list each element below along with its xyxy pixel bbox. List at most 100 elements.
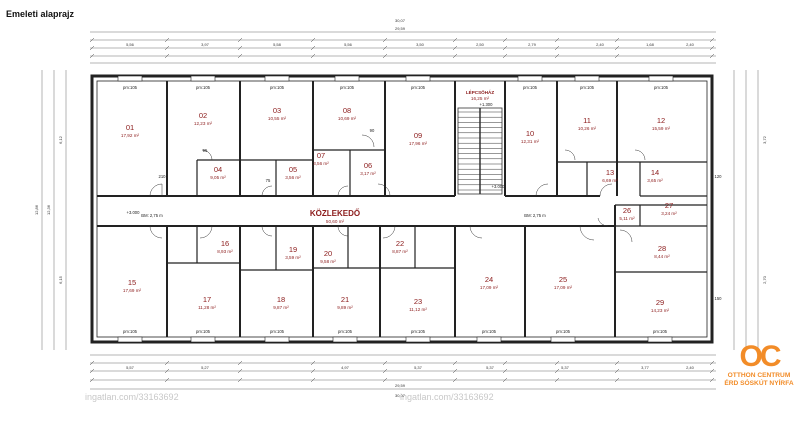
room-number: 20 — [324, 249, 332, 258]
room-area: 3,56 m² — [313, 161, 329, 166]
room-area: 8,44 m² — [654, 254, 670, 259]
dimension-tick — [614, 360, 620, 366]
dimension-lines-bottom — [90, 354, 716, 390]
dimension-tick — [89, 368, 95, 374]
room-number: 21 — [341, 295, 349, 304]
room-number: 08 — [343, 106, 351, 115]
plan-title: Emeleti alaprajz — [6, 9, 75, 19]
dimension-tick — [310, 45, 316, 51]
window-label: pm:105 — [338, 329, 353, 334]
room-number: 18 — [277, 295, 285, 304]
dimension-tick — [452, 45, 458, 51]
room-area: 15,59 m² — [652, 126, 671, 131]
dimension-tick — [709, 53, 715, 59]
dim-top-9: 2,40 — [596, 42, 605, 47]
dimension-tick — [614, 368, 620, 374]
dimension-tick — [382, 53, 388, 59]
dimension-tick — [709, 368, 715, 374]
room-area: 3,17 m² — [360, 171, 376, 176]
room-number: 19 — [289, 245, 297, 254]
dimension-tick — [554, 45, 560, 51]
room-area: 14,23 m² — [651, 308, 670, 313]
dimension-tick — [89, 45, 95, 51]
room-number: 14 — [651, 168, 659, 177]
dimension-tick — [382, 360, 388, 366]
dimension-tick — [310, 53, 316, 59]
room-area: 6,69 m² — [602, 178, 618, 183]
corridor-name: KÖZLEKEDŐ — [310, 209, 360, 218]
room-area: 11,12 m² — [409, 307, 427, 312]
dimension-tick — [89, 377, 95, 383]
room-number: 22 — [396, 239, 404, 248]
room-number: 07 — [317, 151, 325, 160]
window — [476, 336, 502, 343]
dimension-tick — [310, 360, 316, 366]
window-label: pm:105 — [411, 85, 426, 90]
room-area: 8,93 m² — [217, 249, 233, 254]
window — [517, 75, 543, 82]
level-mark-1: +3.000 — [127, 210, 141, 215]
window — [190, 336, 216, 343]
door-sizes: 210 95 75 90 120 150 — [159, 128, 723, 301]
dimension-tick — [382, 37, 388, 43]
window — [117, 336, 143, 343]
dim-top-5: 5,56 — [344, 42, 353, 47]
dimension-tick — [554, 37, 560, 43]
dim-top-4: 5,58 — [273, 42, 282, 47]
dimension-tick — [164, 377, 170, 383]
room-area: 12,31 m² — [521, 139, 540, 144]
room-number: 12 — [657, 116, 665, 125]
dimension-tick — [382, 45, 388, 51]
window — [405, 336, 431, 343]
window — [647, 336, 673, 343]
watermark: ingatlan.com/33163692 — [85, 392, 179, 402]
dimension-tick — [164, 37, 170, 43]
dimension-tick — [382, 377, 388, 383]
window-label: pm:105 — [523, 85, 538, 90]
dimension-tick — [554, 360, 560, 366]
window-label: pm:105 — [270, 85, 285, 90]
dim-top-8: 2,79 — [528, 42, 537, 47]
dim-bottom-7: 5,37 — [561, 365, 570, 370]
dimension-tick — [164, 360, 170, 366]
dimension-values: 30,07 29,59 5,56 3,97 5,58 5,56 3,50 2,5… — [34, 18, 767, 398]
room-number: 23 — [414, 297, 422, 306]
room-area: 17,69 m² — [123, 288, 142, 293]
dimension-tick — [502, 377, 508, 383]
window-label: pm:105 — [340, 85, 355, 90]
logo-line-1: OTTHON CENTRUM — [727, 372, 791, 379]
room-area: 10,55 m² — [268, 116, 287, 121]
window — [550, 336, 576, 343]
dim-top-inner: 29,59 — [395, 26, 406, 31]
window-label: pm:105 — [196, 85, 211, 90]
room-area: 10,69 m² — [338, 116, 357, 121]
dimension-tick — [89, 37, 95, 43]
dimension-tick — [709, 377, 715, 383]
dim-top-3: 3,97 — [201, 42, 210, 47]
room-area: 17,96 m² — [409, 141, 428, 146]
door-size: 120 — [715, 174, 723, 179]
room-number: 28 — [658, 244, 666, 253]
room-number: 17 — [203, 295, 211, 304]
room-number: 01 — [126, 123, 134, 132]
parapet-label-2: BM: 2,75 m — [524, 213, 546, 218]
dimension-tick — [709, 37, 715, 43]
doors — [149, 134, 646, 243]
dim-top-11: 2,40 — [686, 42, 695, 47]
room-number: 06 — [364, 161, 372, 170]
corridor-area: 50,60 m² — [326, 219, 345, 224]
dimension-tick — [502, 37, 508, 43]
dimension-tick — [554, 368, 560, 374]
dim-bottom-2: 5,57 — [126, 365, 135, 370]
dim-side-4: 6,15 — [58, 275, 63, 284]
window — [264, 75, 290, 82]
window-label: pm:105 — [482, 329, 497, 334]
dim-bottom-5: 5,37 — [414, 365, 423, 370]
dim-bottom-8: 3,77 — [641, 365, 650, 370]
room-area: 9,87 m² — [273, 305, 289, 310]
window-label: pm:105 — [123, 85, 138, 90]
dimension-tick — [502, 360, 508, 366]
dimension-tick — [237, 37, 243, 43]
dimension-ticks — [89, 37, 715, 383]
